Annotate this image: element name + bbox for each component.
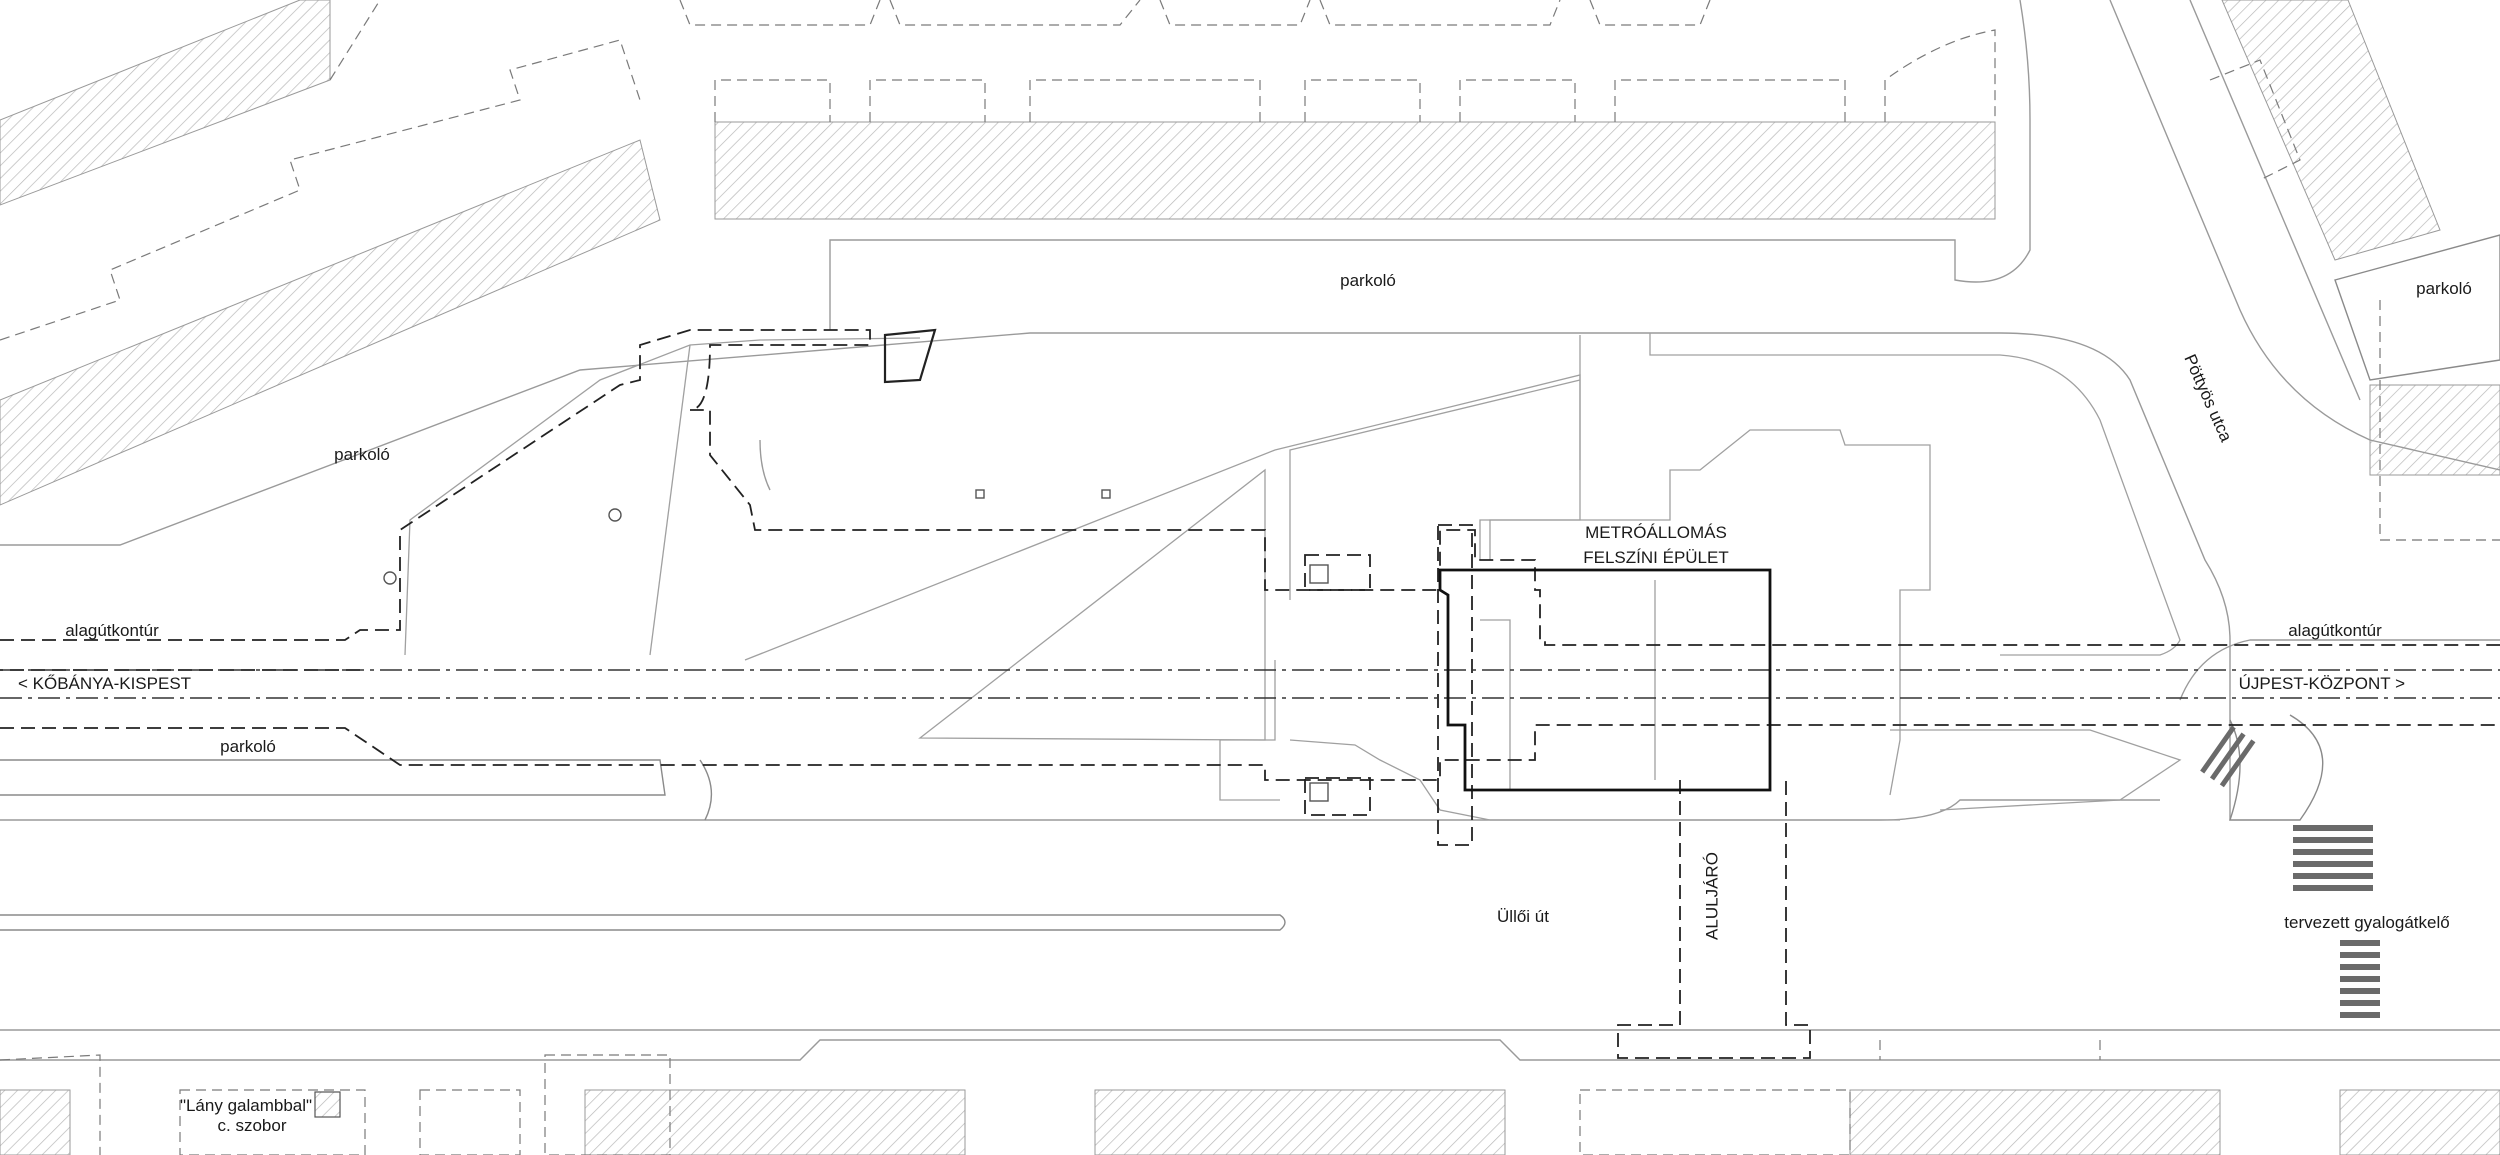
tunnel-contour [0,328,2500,1059]
building-north [714,121,1996,220]
underpass-label: ALULJÁRÓ [1702,852,1722,940]
building-south-2 [584,1089,966,1155]
building-south-3 [1094,1089,1506,1155]
statue-marker [314,1091,341,1118]
street-label-ulloi: Üllői út [1497,907,1549,926]
parking-label-bottom: parkoló [220,737,276,756]
parking-label-left: parkoló [334,445,390,464]
metro-axis-lines [0,669,2500,699]
site-plot-lines [404,333,2182,821]
tunnel-contour-label-left: alagútkontúr [65,621,159,640]
building-south-1 [0,1089,71,1155]
building-northwest-lower [0,139,661,506]
tunnel-contour-label-right: alagútkontúr [2288,621,2382,640]
statue-label-line2: c. szobor [217,1116,287,1135]
south-road-lines [0,714,2324,931]
parking-stalls-north [0,0,2301,341]
parking-label-top: parkoló [1340,271,1396,290]
crosswalks [2200,725,2380,1018]
planned-crossing-label: tervezett gyalogátkelő [2284,913,2450,932]
direction-label-right: ÚJPEST-KÖZPONT > [2238,674,2405,693]
station-label-line1: METRÓÁLLOMÁS [1585,523,1727,542]
south-dashed-features [0,1040,2101,1155]
statue-label-line1: "Lány galambbal" [179,1096,313,1115]
building-south-4 [1849,1089,2221,1155]
parking-label-right: parkoló [2416,279,2472,298]
small-fixtures [383,489,1329,802]
parking-block-east [2334,234,2500,541]
building-northwest-upper [0,0,331,206]
building-northeast [2221,0,2441,261]
direction-label-left: < KŐBÁNYA-KISPEST [18,674,192,693]
metro-station-building [1438,568,1772,792]
station-label-line2: FELSZÍNI ÉPÜLET [1583,548,1729,567]
building-east [2369,384,2500,476]
building-south-5 [2339,1089,2500,1155]
